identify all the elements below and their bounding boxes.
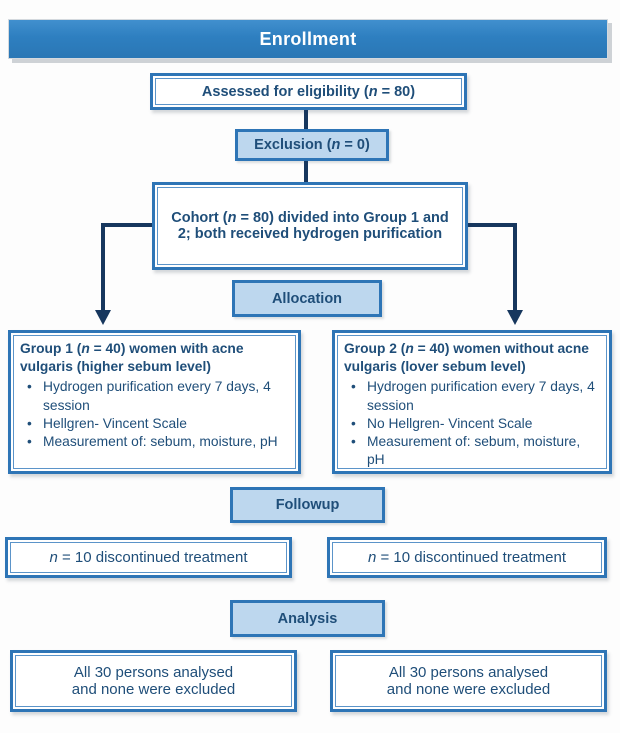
discontinued-right-box: n = 10 discontinued treatment — [327, 537, 607, 578]
group2-bullet-list: Hydrogen purification every 7 days, 4 se… — [344, 378, 600, 469]
connector-left-vertical — [101, 223, 105, 311]
connector-left-horizontal — [101, 223, 152, 227]
analysed-left-line1: All 30 persons analysed — [73, 664, 234, 681]
analysed-right-line2: and none were excluded — [386, 681, 551, 698]
enrollment-banner: Enrollment — [8, 19, 608, 59]
discontinued-left-n: n — [49, 549, 58, 566]
group1-bullet-3: Measurement of: sebum, moisture, pH — [20, 433, 289, 451]
group2-header-pre: Group 2 ( — [344, 341, 406, 356]
group2-header-n: n — [405, 341, 414, 356]
group1-bullet-list: Hydrogen purification every 7 days, 4 se… — [20, 378, 289, 451]
discontinued-right-post: = 10 discontinued treatment — [376, 549, 567, 566]
connector-assessed-exclusion — [304, 110, 308, 129]
allocation-label: Allocation — [271, 290, 343, 307]
assessed-n: n — [368, 83, 378, 100]
group2-header: Group 2 (n = 40) women without acne vulg… — [344, 340, 600, 376]
analysis-label: Analysis — [277, 610, 338, 627]
group2-bullet-2: No Hellgren- Vincent Scale — [344, 415, 600, 433]
cohort-box: Cohort (n = 80) divided into Group 1 and… — [152, 182, 468, 270]
group2-content: Group 2 (n = 40) women without acne vulg… — [335, 333, 609, 469]
cohort-pre: Cohort ( — [171, 210, 228, 226]
group1-header-pre: Group 1 ( — [20, 341, 82, 356]
exclusion-box: Exclusion (n = 0) — [235, 129, 389, 161]
cohort-post: = 80) divided into Group 1 and 2; both r… — [177, 210, 449, 242]
followup-label: Followup — [275, 497, 340, 513]
discontinued-left-post: = 10 discontinued treatment — [57, 549, 248, 566]
arrowhead-right-icon — [507, 310, 523, 325]
group2-bullet-1: Hydrogen purification every 7 days, 4 se… — [344, 378, 600, 414]
cohort-n: n — [227, 210, 237, 226]
group1-header-post: = 40) women with acne vulgaris (higher s… — [20, 341, 244, 375]
group1-bullet-1: Hydrogen purification every 7 days, 4 se… — [20, 378, 289, 414]
group2-header-post: = 40) women without acne vulgaris (lover… — [344, 341, 589, 375]
analysed-right-line1: All 30 persons analysed — [388, 664, 549, 681]
exclusion-n: n — [331, 137, 341, 153]
exclusion-post: = 0) — [340, 137, 370, 153]
followup-label-box: Followup — [230, 487, 385, 523]
arrowhead-left-icon — [95, 310, 111, 325]
analysis-label-box: Analysis — [230, 600, 385, 637]
allocation-label-box: Allocation — [232, 280, 382, 317]
assessed-eligibility-text: Assessed for eligibility (n = 80) — [202, 84, 415, 100]
assessed-pre: Assessed for eligibility ( — [201, 83, 369, 100]
cohort-text: Cohort (n = 80) divided into Group 1 and… — [169, 210, 451, 242]
discontinued-right-n: n — [367, 549, 377, 566]
exclusion-text: Exclusion (n = 0) — [254, 137, 370, 153]
group1-bullet-2: Hellgren- Vincent Scale — [20, 415, 289, 433]
connector-right-vertical — [513, 223, 517, 311]
group1-header: Group 1 (n = 40) women with acne vulgari… — [20, 340, 289, 376]
analysed-left-text: All 30 persons analysed and none were ex… — [72, 664, 235, 698]
analysed-right-text: All 30 persons analysed and none were ex… — [387, 664, 550, 698]
analysed-right-box: All 30 persons analysed and none were ex… — [330, 650, 607, 712]
analysed-left-box: All 30 persons analysed and none were ex… — [10, 650, 297, 712]
group1-content: Group 1 (n = 40) women with acne vulgari… — [11, 333, 298, 451]
discontinued-left-box: n = 10 discontinued treatment — [5, 537, 292, 578]
connector-exclusion-cohort — [304, 161, 308, 182]
exclusion-pre: Exclusion ( — [254, 137, 332, 153]
group1-header-n: n — [81, 341, 90, 356]
assessed-post: = 80) — [377, 83, 416, 100]
assessed-eligibility-box: Assessed for eligibility (n = 80) — [150, 73, 467, 110]
enrollment-banner-label: Enrollment — [259, 28, 357, 49]
connector-right-horizontal — [468, 223, 517, 227]
group2-box: Group 2 (n = 40) women without acne vulg… — [332, 330, 612, 474]
discontinued-left-text: n = 10 discontinued treatment — [49, 549, 247, 566]
analysed-left-line2: and none were excluded — [71, 681, 236, 698]
group2-bullet-3: Measurement of: sebum, moisture, pH — [344, 433, 600, 469]
group1-box: Group 1 (n = 40) women with acne vulgari… — [8, 330, 301, 474]
discontinued-right-text: n = 10 discontinued treatment — [368, 549, 566, 566]
